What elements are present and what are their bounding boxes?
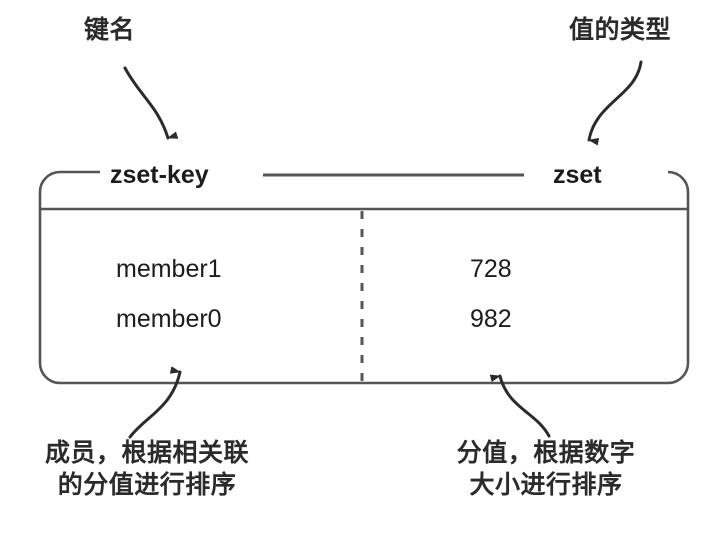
caption-score-line-1: 分值，根据数字 <box>456 438 636 467</box>
table-row-member-2: member0 <box>116 305 222 333</box>
zset-key-name-label: zset-key <box>100 161 219 190</box>
box-top-left-edge <box>38 170 104 200</box>
arrow-value-type <box>587 60 643 146</box>
box-body-outline <box>38 200 690 385</box>
table-row-score-2: 982 <box>470 305 512 333</box>
arrow-member-caption <box>128 366 182 439</box>
caption-score: 分值，根据数字 大小进行排序 <box>420 437 672 501</box>
arrow-score-caption <box>489 374 551 438</box>
annotation-value-type: 值的类型 <box>569 15 672 44</box>
annotation-key-name: 键名 <box>84 15 136 44</box>
caption-member-line-2: 的分值进行排序 <box>57 470 237 499</box>
table-row-score-1: 728 <box>470 255 512 283</box>
caption-score-line-2: 大小进行排序 <box>469 470 623 499</box>
box-top-right-edge <box>667 170 690 200</box>
arrow-key-name <box>123 66 179 140</box>
zset-value-type-label: zset <box>543 161 612 190</box>
table-row-member-1: member1 <box>116 255 222 283</box>
caption-member-line-1: 成员，根据相关联 <box>44 438 249 467</box>
caption-member: 成员，根据相关联 的分值进行排序 <box>22 437 272 501</box>
